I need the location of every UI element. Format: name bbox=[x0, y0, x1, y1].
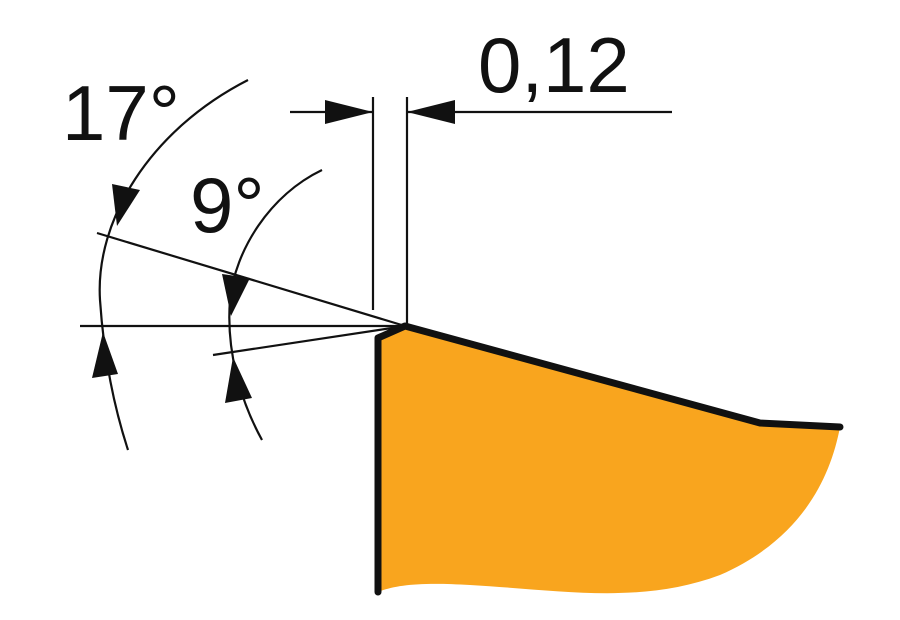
dimension-arrow-left bbox=[325, 100, 373, 124]
angle-arrow-9deg-top bbox=[222, 274, 250, 316]
reference-line-17deg bbox=[96, 231, 406, 328]
angle-arrow-17deg-bottom bbox=[92, 332, 118, 378]
reference-line-9deg bbox=[212, 324, 406, 357]
angle-arrow-17deg-top bbox=[112, 184, 140, 226]
label-angle-9: 9° bbox=[190, 161, 265, 249]
angle-arrow-9deg-bottom bbox=[225, 357, 252, 403]
label-angle-17: 17° bbox=[62, 69, 180, 157]
insert-body bbox=[378, 326, 840, 594]
dimension-arrow-right bbox=[407, 100, 455, 124]
label-edge-width: 0,12 bbox=[478, 21, 630, 109]
angle-arc-17deg bbox=[98, 79, 249, 451]
